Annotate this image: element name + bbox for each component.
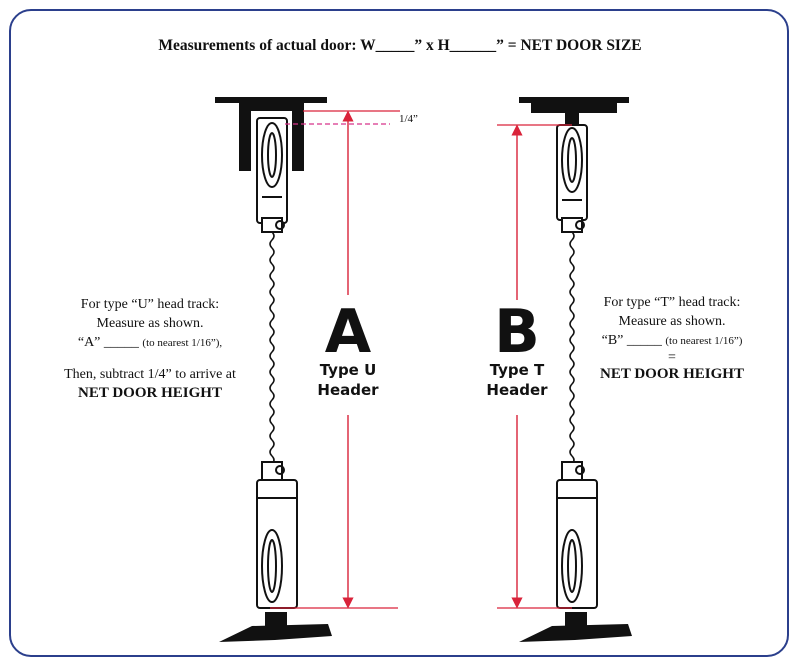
type-t-floor-guide — [519, 612, 632, 642]
type-u-floor-guide — [219, 612, 332, 642]
type-u-note-line3: “A” _____ (to nearest 1/16”), — [25, 333, 275, 353]
type-u-connector-chain — [269, 231, 275, 473]
label-a: A — [324, 297, 372, 367]
type-t-note-line3: “B” _____ (to nearest 1/16”) — [572, 331, 772, 351]
quarter-inch-label: 1/4” — [399, 113, 418, 125]
type-u-header-label: Header — [317, 381, 379, 399]
type-t-header-label: Header — [486, 381, 548, 399]
type-u-note-line1: For type “U” head track: — [80, 297, 220, 312]
type-t-precision-note: (to nearest 1/16”) — [665, 335, 743, 347]
type-u-note-line2: Measure as shown. — [96, 316, 204, 331]
type-u-label: Type U — [319, 361, 377, 379]
type-t-measure-blank: “B” _____ — [601, 333, 662, 348]
type-t-head-track — [519, 97, 629, 125]
type-u-note-line4: Then, subtract 1/4” to arrive at — [64, 367, 236, 382]
label-b: B — [494, 297, 540, 367]
type-u-measure-blank: “A” _____ — [77, 335, 139, 350]
type-u-bottom-carrier — [256, 461, 298, 609]
page-title: Measurements of actual door: W_____” x H… — [158, 37, 642, 54]
type-t-note-line2: Measure as shown. — [618, 314, 726, 329]
type-u-net-door-height: NET DOOR HEIGHT — [78, 385, 222, 401]
type-u-head-track — [215, 97, 327, 171]
diagram-frame — [9, 9, 789, 657]
type-t-net-door-height: NET DOOR HEIGHT — [600, 366, 744, 382]
type-t-connector-chain — [569, 231, 575, 473]
type-t-note-line1: For type “T” head track: — [603, 295, 741, 310]
type-t-top-carrier — [556, 124, 588, 233]
type-t-label: Type T — [489, 361, 545, 379]
type-t-instructions: For type “T” head track: Measure as show… — [572, 293, 772, 384]
type-u-instructions: For type “U” head track: Measure as show… — [25, 295, 275, 403]
type-u-precision-note: (to nearest 1/16”), — [142, 337, 223, 349]
type-t-bottom-carrier — [556, 461, 598, 609]
type-t-equals: = — [668, 350, 676, 365]
type-u-top-carrier — [256, 117, 288, 233]
